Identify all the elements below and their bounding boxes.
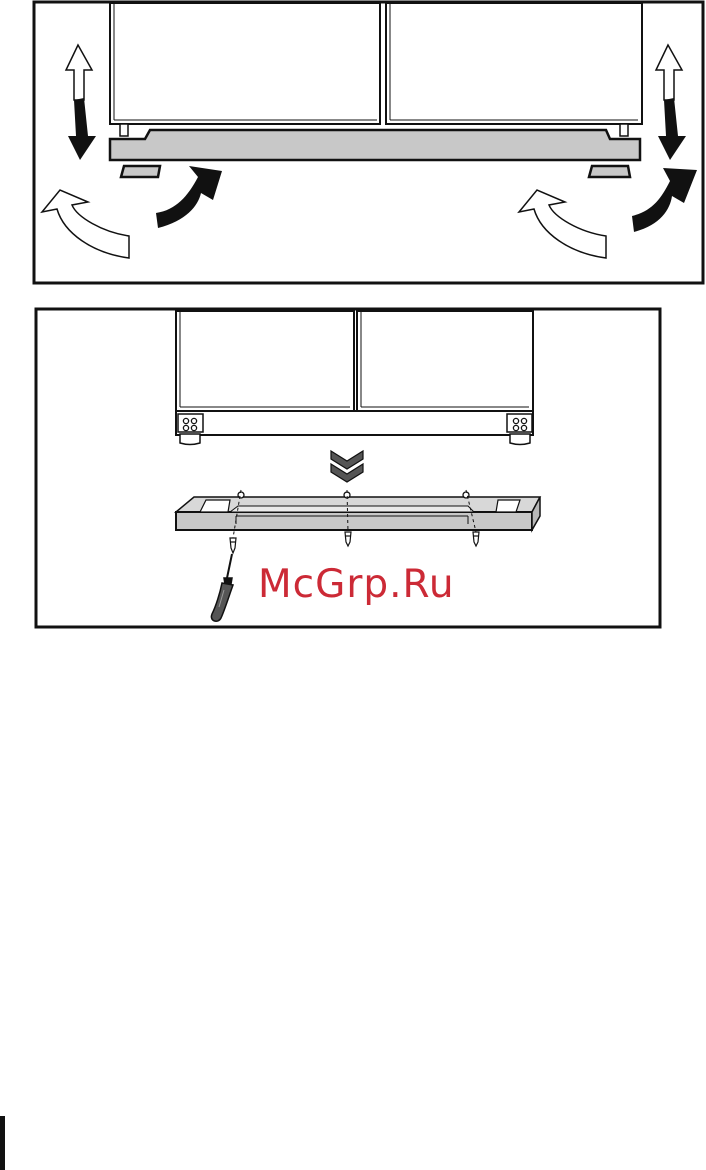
right-up-down-arrow-icon (656, 45, 686, 160)
left-foot-bracket (178, 414, 203, 445)
right-open-rotate-arrow-icon (519, 190, 606, 258)
screw-left (230, 538, 236, 553)
kick-plate (176, 497, 540, 530)
left-open-rotate-arrow-icon (42, 190, 129, 258)
page-edge-marker (0, 1116, 6, 1170)
right-door (357, 311, 533, 411)
step-1-leveling-diagram (0, 0, 706, 295)
refrigerator-doors (176, 311, 533, 411)
screw-middle (345, 532, 351, 546)
down-chevron-arrow-icon (331, 451, 363, 482)
base-plate (110, 130, 640, 160)
left-door (176, 311, 354, 411)
right-hinge-leg (620, 124, 628, 136)
left-hinge-leg (120, 124, 128, 136)
right-foot-bracket (507, 414, 532, 445)
left-leveling-foot (121, 166, 160, 177)
left-filled-rotate-arrow-icon (156, 166, 222, 228)
right-filled-rotate-arrow-icon (632, 168, 697, 232)
left-up-down-arrow-icon (66, 45, 96, 160)
screw-right (473, 532, 479, 546)
screwdriver-icon (211, 554, 233, 621)
watermark: McGrp.Ru (258, 562, 455, 607)
right-door (386, 3, 642, 124)
refrigerator-doors (110, 3, 642, 124)
left-door (110, 3, 380, 124)
cabinet-base (176, 411, 533, 435)
right-leveling-foot (589, 166, 630, 177)
